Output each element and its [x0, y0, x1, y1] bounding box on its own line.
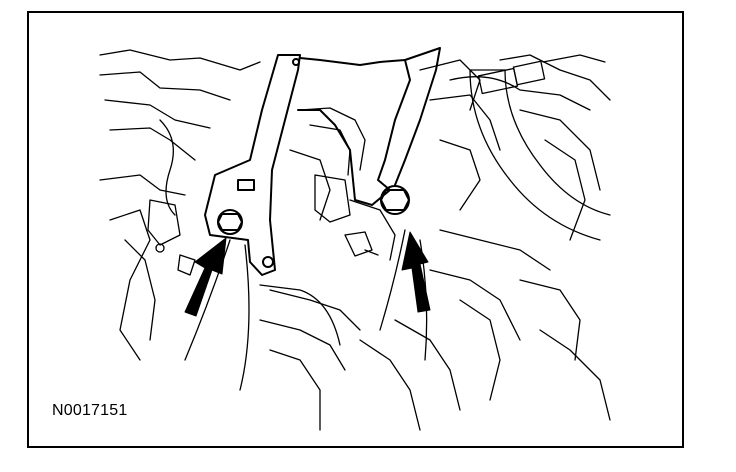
hose-right	[469, 69, 611, 241]
figure-id-label: N0017151	[52, 402, 128, 419]
bolt-left	[217, 209, 243, 235]
callout-arrow-left	[184, 237, 227, 317]
callout-arrow-right	[401, 231, 431, 313]
clip-center	[314, 174, 379, 257]
electrical-connector	[477, 54, 606, 95]
engine-background-structure	[99, 49, 611, 431]
clip-left	[147, 199, 196, 276]
hose-left	[184, 239, 341, 391]
mounting-bracket	[204, 47, 441, 276]
bolt-right	[380, 185, 410, 215]
